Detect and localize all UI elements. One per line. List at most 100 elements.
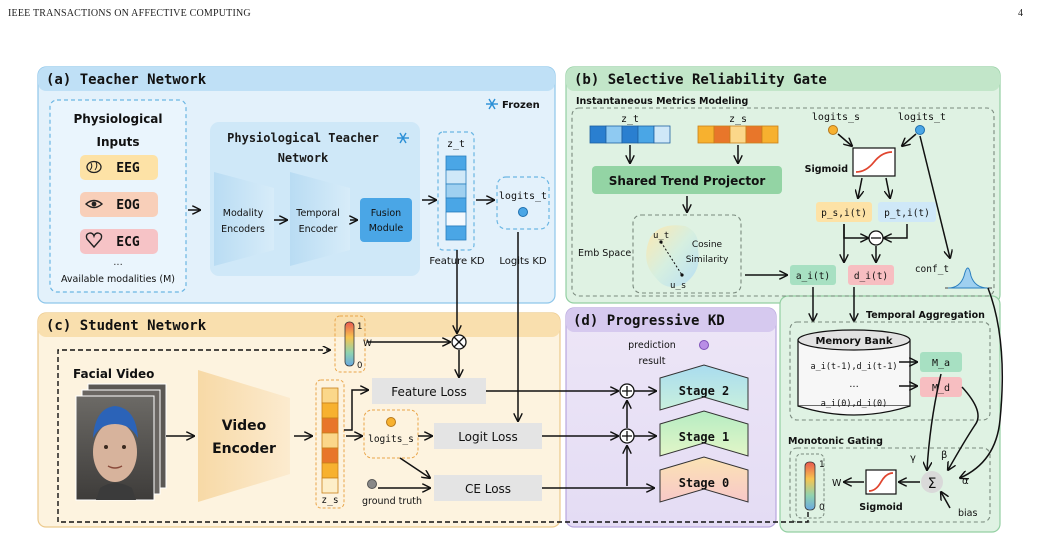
temporal-aggregation-title: Temporal Aggregation xyxy=(866,310,985,321)
logits-t-label: logits_t xyxy=(499,191,547,202)
p-t-label: p_t,i(t) xyxy=(884,208,930,219)
gamma-label: γ xyxy=(910,453,916,464)
memory-bank-label: Memory Bank xyxy=(815,336,892,347)
a-i-label: a_i(t) xyxy=(796,271,830,282)
gating-zero: 0 xyxy=(819,503,825,513)
difference-operator xyxy=(868,230,884,246)
metrics-box xyxy=(571,107,995,297)
sigmoid-label: Sigmoid xyxy=(805,164,848,175)
prediction-dot xyxy=(699,340,709,350)
eeg-label: EEG xyxy=(116,161,140,176)
cosine-label-2: Similarity xyxy=(686,255,729,265)
temporal-aggregation-box xyxy=(789,321,991,421)
stage-0-block xyxy=(659,456,749,503)
teacher-network-title-2: Network xyxy=(278,151,329,165)
gating-w-label: W xyxy=(832,478,842,489)
zs-vector xyxy=(321,387,339,494)
ground-truth-label: ground truth xyxy=(362,496,422,507)
pkd-title: (d) Progressive KD xyxy=(573,313,725,329)
modality-encoders-block xyxy=(214,172,274,266)
ground-truth-dot xyxy=(367,479,377,489)
logits-kd-label: Logits KD xyxy=(499,256,547,267)
ecg-label: ECG xyxy=(116,235,140,250)
student-logits-s-label: logits_s xyxy=(368,434,414,445)
beta-label: β xyxy=(941,450,947,461)
gating-weight-bar xyxy=(804,461,816,511)
stage-1-label: Stage 1 xyxy=(679,430,730,444)
student-one: 1 xyxy=(357,322,362,332)
student-title: (c) Student Network xyxy=(46,318,207,334)
temporal-encoder-label-1: Temporal xyxy=(295,208,340,219)
snowflake-icon xyxy=(397,132,409,144)
u-t-label: u_t xyxy=(653,231,669,241)
logits-s-box xyxy=(363,409,419,459)
add-operator-stage2 xyxy=(619,383,635,399)
u-s-label: u_s xyxy=(670,281,686,291)
frozen-snowflake-icon xyxy=(486,98,498,110)
temporal-encoder-block xyxy=(290,172,350,266)
gate-logits-s-label: logits_s xyxy=(812,112,860,123)
sigmoid-curve-icon xyxy=(855,151,893,173)
zs-feature-box xyxy=(315,379,345,509)
add-operator-stage1 xyxy=(619,428,635,444)
stage-2-label: Stage 2 xyxy=(679,384,730,398)
gate-title: (b) Selective Reliability Gate xyxy=(574,72,827,88)
logits-s-dot xyxy=(828,125,838,135)
M-a-box xyxy=(920,352,962,372)
memory-dots: ... xyxy=(849,379,859,390)
gate-zs-vector xyxy=(697,125,779,144)
M-a-label: M_a xyxy=(932,358,950,369)
projector-label: Shared Trend Projector xyxy=(609,174,766,188)
emb-space-box xyxy=(632,214,742,294)
gating-weight-box xyxy=(795,453,825,519)
logits-t-box xyxy=(496,176,550,230)
gating-sigmoid-label: Sigmoid xyxy=(859,502,902,513)
student-w: W xyxy=(363,339,372,349)
eeg-chip xyxy=(80,155,158,180)
d-i-label: d_i(t) xyxy=(854,271,888,282)
gating-one: 1 xyxy=(819,460,825,470)
ce-loss-label: CE Loss xyxy=(465,482,511,496)
facial-video-frames xyxy=(75,383,167,501)
feature-loss-box xyxy=(372,378,486,404)
zs-label: z_s xyxy=(321,495,338,506)
monotonic-gating-title: Monotonic Gating xyxy=(788,436,883,447)
shared-trend-projector xyxy=(592,166,782,194)
ecg-chip xyxy=(80,229,158,254)
modality-encoders-label-2: Encoders xyxy=(221,224,265,235)
metrics-title: Instantaneous Metrics Modeling xyxy=(576,96,748,107)
a-i-box xyxy=(790,265,836,285)
zt-vector xyxy=(445,155,467,241)
p-s-box xyxy=(816,202,872,222)
multiply-operator xyxy=(451,334,467,350)
logits-t-dot xyxy=(518,207,528,217)
stage-1-block xyxy=(659,410,749,457)
gate-logits-t-label: logits_t xyxy=(898,112,946,123)
inputs-title-1: Physiological xyxy=(73,112,162,126)
alpha-label: α xyxy=(962,476,969,487)
fusion-label-1: Fusion xyxy=(371,208,401,219)
M-d-label: M_d xyxy=(932,383,950,394)
teacher-network-title-1: Physiological Teacher xyxy=(227,131,379,145)
video-encoder-block xyxy=(198,370,290,502)
frozen-label: Frozen xyxy=(502,100,540,111)
teacher-title: (a) Teacher Network xyxy=(46,72,207,88)
video-encoder-label-2: Encoder xyxy=(212,441,276,457)
memory-row-1: a_i(t-1),d_i(t-1) xyxy=(811,362,898,372)
p-t-box xyxy=(878,202,936,222)
stage-0-label: Stage 0 xyxy=(679,476,730,490)
prediction-label-1: prediction xyxy=(628,340,676,351)
confidence-distribution-icon xyxy=(945,267,992,289)
brain-icon xyxy=(86,160,102,174)
student-weight-box xyxy=(334,315,366,373)
page-number: 4 xyxy=(1018,8,1024,19)
emb-space-label: Emb Space xyxy=(578,248,631,259)
available-modalities: Available modalities (M) xyxy=(61,274,175,285)
gating-sigmoid-curve-icon xyxy=(868,472,894,492)
fusion-label-2: Module xyxy=(369,223,404,234)
p-s-label: p_s,i(t) xyxy=(821,208,867,219)
d-i-box xyxy=(848,265,894,285)
ce-loss-box xyxy=(434,475,542,501)
facial-video-label: Facial Video xyxy=(73,367,154,381)
